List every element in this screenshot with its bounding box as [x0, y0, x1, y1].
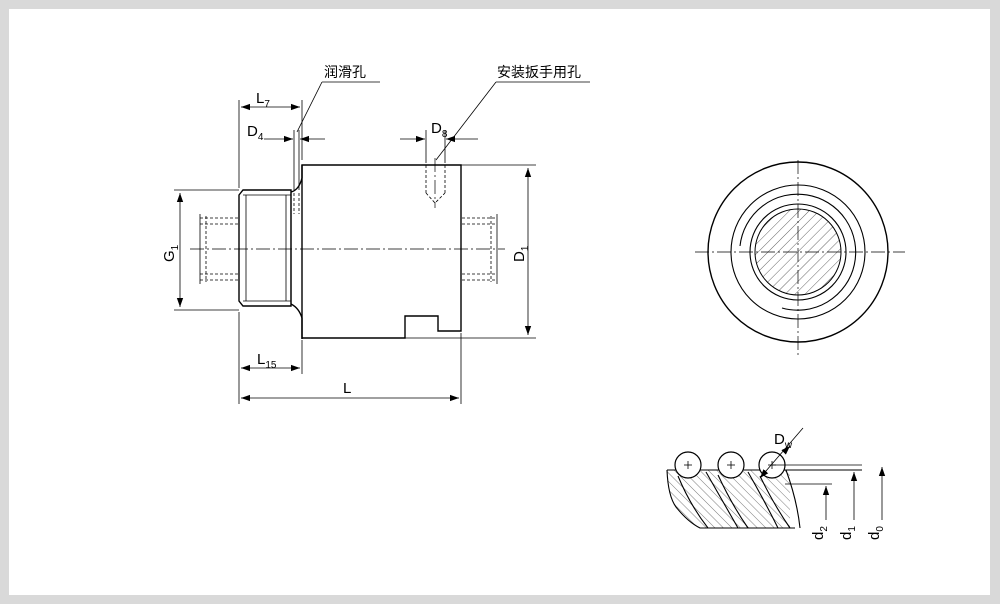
lubrication-hole-label: 润滑孔	[324, 64, 366, 81]
screw-shaft	[199, 214, 498, 284]
svg-text:d0: d0	[866, 526, 886, 540]
bore-circle	[749, 203, 847, 301]
dim-label-g1: G1	[161, 244, 181, 262]
dim-label-d1-small: d1	[838, 526, 858, 540]
wrench-hole-label: 安装扳手用孔	[497, 65, 581, 81]
dim-label-l: L	[343, 380, 351, 397]
screw-section-hatched	[754, 208, 842, 296]
thread-arc	[739, 193, 857, 311]
dim-label-d2: d2	[810, 526, 830, 540]
dim-label-l7: L7	[256, 90, 270, 110]
nut-end-view	[695, 160, 905, 358]
nut-body	[301, 164, 462, 339]
svg-text:D1: D1	[511, 245, 531, 262]
dim-label-d0: d0	[866, 526, 886, 540]
dim-label-l15: L15	[257, 351, 277, 371]
lubrication-neck	[290, 165, 303, 339]
dim-label-d8: D8	[431, 120, 448, 140]
dim-label-d4: D4	[247, 123, 264, 143]
svg-text:d1: d1	[838, 526, 858, 540]
dimension-lines	[174, 81, 590, 404]
ball-screw-detail: Dw d2 d1 d0	[666, 427, 886, 540]
nut-side-view: 润滑孔 安装扳手用孔 L7 D4 D8 L15 L G1 D1	[161, 64, 590, 404]
dim-label-d1: D1	[511, 245, 531, 262]
outer-flange-circle	[707, 161, 889, 343]
dim-label-dw: Dw	[774, 431, 793, 451]
body-circle	[730, 184, 866, 320]
svg-text:G1: G1	[161, 244, 181, 262]
svg-text:d2: d2	[810, 526, 830, 540]
technical-drawing: 润滑孔 安装扳手用孔 L7 D4 D8 L15 L G1 D1	[161, 64, 905, 540]
wrench-hole	[425, 158, 446, 208]
threaded-end	[238, 189, 292, 307]
drawing-sheet: 润滑孔 安装扳手用孔 L7 D4 D8 L15 L G1 D1	[9, 9, 990, 595]
